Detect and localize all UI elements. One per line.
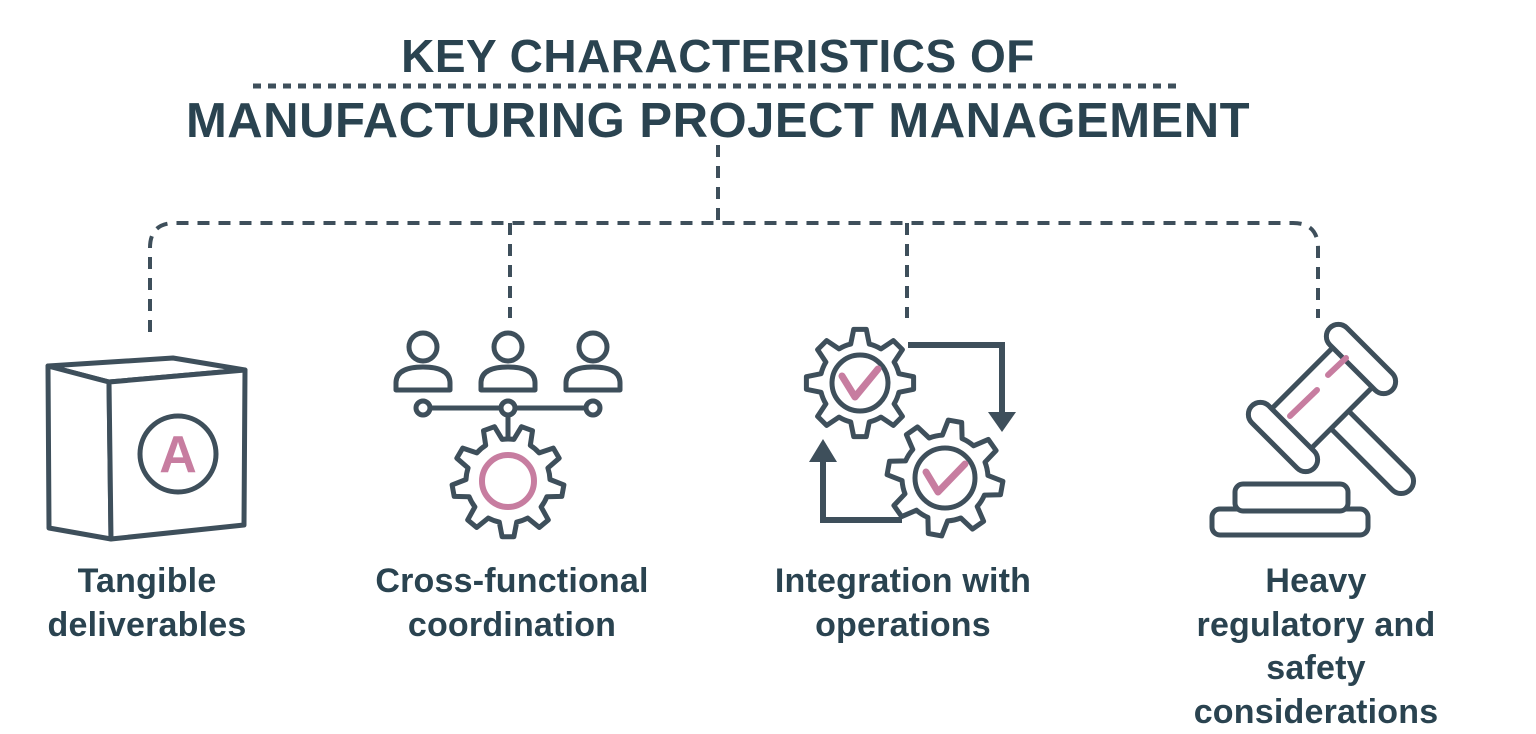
gavel-icon bbox=[1209, 321, 1417, 538]
team-gear-icon bbox=[393, 330, 623, 540]
title-line-1: KEY CHARACTERISTICS OF bbox=[401, 30, 1035, 82]
branch-label-integration-operations: Integration with operations bbox=[774, 562, 1032, 644]
person-icon bbox=[563, 330, 623, 393]
branch-label-cross-functional: Cross-functional coordination bbox=[375, 562, 649, 644]
package-box-icon: A bbox=[45, 355, 248, 542]
connector-tree bbox=[148, 83, 1320, 332]
checkmark-icon bbox=[838, 365, 882, 401]
gavel-base-upper bbox=[1232, 481, 1351, 514]
arrowhead-down-icon bbox=[988, 412, 1016, 432]
title-line-2: MANUFACTURING PROJECT MANAGEMENT bbox=[185, 94, 1251, 148]
gavel-head-cap bbox=[1323, 321, 1399, 397]
box-letter: A bbox=[159, 426, 197, 484]
gear-icon bbox=[449, 424, 567, 540]
branch-rail-line bbox=[148, 221, 1320, 332]
checkmark-icon bbox=[922, 460, 969, 496]
gavel-accent-stripe bbox=[1287, 387, 1320, 419]
cycle-arrow-up bbox=[820, 460, 902, 523]
branch-label-tangible-deliverables: Tangible deliverables bbox=[47, 562, 247, 644]
cycle-arrow-down bbox=[908, 342, 1005, 415]
arrowhead-up-icon bbox=[809, 439, 837, 462]
branch-label-regulatory-safety: Heavy regulatory and safety consideratio… bbox=[1193, 562, 1439, 731]
person-icon bbox=[478, 330, 538, 393]
gears-cycle-icon bbox=[803, 326, 1016, 539]
gavel-accent-stripe bbox=[1325, 355, 1349, 378]
person-icon bbox=[393, 330, 453, 393]
gavel-head-cap bbox=[1245, 399, 1321, 475]
gear-center-ring bbox=[479, 452, 537, 510]
